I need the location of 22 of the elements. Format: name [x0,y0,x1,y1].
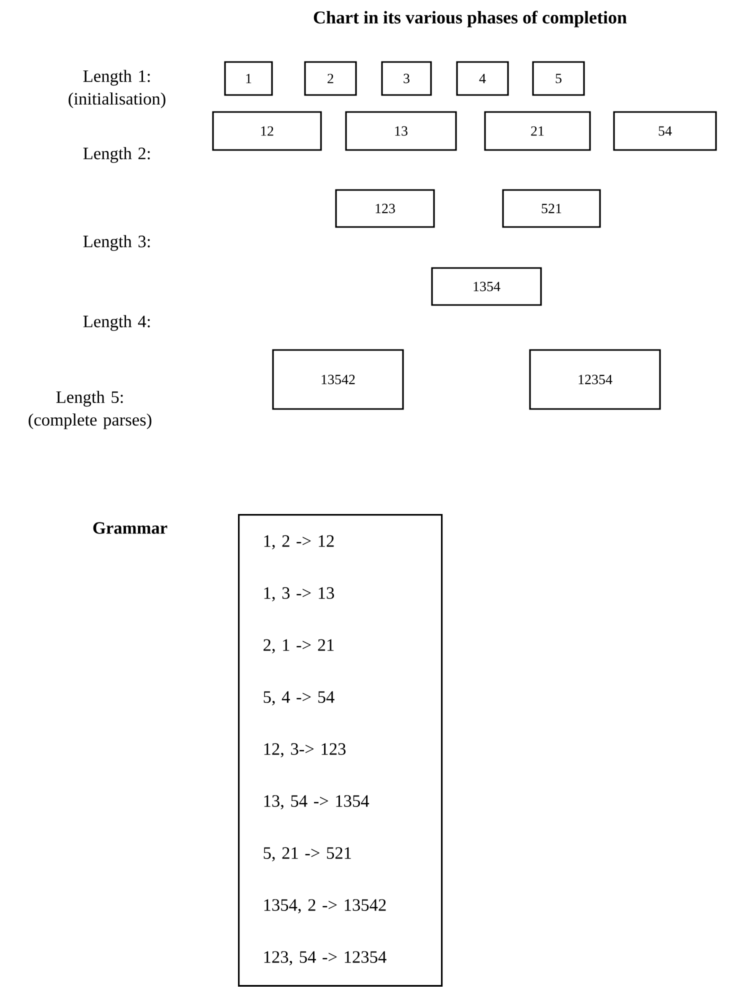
row-label: Length 4: [83,315,150,331]
chart-box: 5 [532,61,585,96]
chart-box: 13 [345,111,457,151]
title: Chart in its various phases of completion [314,10,627,28]
grammar-heading: Grammar [93,522,168,534]
chart-box: 21 [484,111,591,151]
chart-box: 1 [224,61,273,96]
row-label: Length 5: (complete parses) [28,390,152,430]
chart-box: 2 [304,61,357,96]
chart-box: 12354 [529,349,661,410]
chart-box: 123 [335,189,435,228]
chart-box: 4 [456,61,509,96]
chart-box: 3 [381,61,432,96]
chart-box: 521 [502,189,601,228]
chart-box: 1354 [431,267,542,306]
grammar-box: 1, 2 -> 12 1, 3 -> 13 2, 1 -> 21 5, 4 -> 54 12, 3-> 123 13, 54 -> 1354 5, 21 -> 521 1354, 2 -> 13542 123, 54 -> 12354 [238,514,443,987]
chart-box: 12 [212,111,322,151]
row-label: Length 1: (initialisation) [68,70,166,108]
row-label: Length 3: [83,235,150,251]
row-label: Length 2: [83,147,150,163]
chart-box: 54 [613,111,717,151]
chart-box: 13542 [272,349,404,410]
